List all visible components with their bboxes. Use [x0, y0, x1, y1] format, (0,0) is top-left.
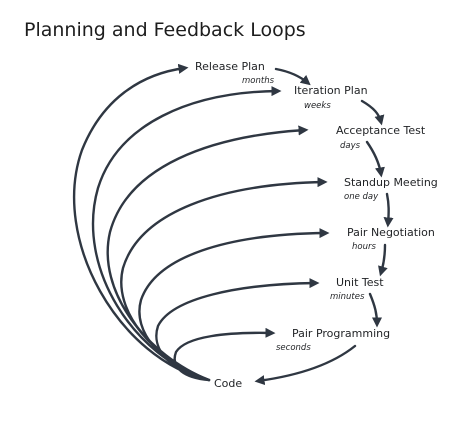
- stage-label-release-plan: Release Plan: [195, 60, 265, 73]
- period-label-weeks: weeks: [304, 101, 331, 111]
- arrow-pair-programming-to-code: [254, 344, 357, 386]
- arrow-code-to-pair-programming: [173, 327, 276, 382]
- planning-arrows: [254, 67, 394, 386]
- stage-label-pair-negotiation: Pair Negotiation: [347, 226, 435, 239]
- arrow-unit-test-to-pair-programming: [368, 292, 383, 328]
- arrow-code-to-release-plan: [72, 63, 211, 382]
- stage-label-standup-meeting: Standup Meeting: [344, 176, 438, 189]
- period-label-months: months: [242, 76, 275, 86]
- arrow-negotiation-to-unit-test: [378, 243, 388, 277]
- arrow-release-to-iteration: [274, 67, 311, 86]
- stage-label-pair-programming: Pair Programming: [292, 327, 390, 340]
- arrow-code-to-pair-negotiation: [138, 228, 330, 382]
- diagram-title: Planning and Feedback Loops: [24, 19, 306, 41]
- stage-label-acceptance-test: Acceptance Test: [336, 124, 426, 137]
- period-label-hours: hours: [352, 242, 376, 252]
- feedback-arrows: [72, 63, 330, 382]
- period-label-seconds: seconds: [276, 343, 311, 353]
- period-label-minutes: minutes: [330, 292, 365, 302]
- arrow-code-to-iteration-plan: [91, 86, 282, 382]
- period-label-one-day: one day: [344, 192, 379, 202]
- arrow-iteration-to-acceptance: [360, 99, 385, 126]
- period-label-days: days: [340, 141, 361, 151]
- origin-label-code: Code: [214, 377, 242, 390]
- arrow-standup-to-negotiation: [383, 192, 394, 228]
- stage-labels: Release Plan months Iteration Plan weeks…: [195, 60, 438, 390]
- stage-label-unit-test: Unit Test: [336, 276, 384, 289]
- arrow-acceptance-to-standup: [365, 140, 385, 178]
- stage-label-iteration-plan: Iteration Plan: [294, 84, 368, 97]
